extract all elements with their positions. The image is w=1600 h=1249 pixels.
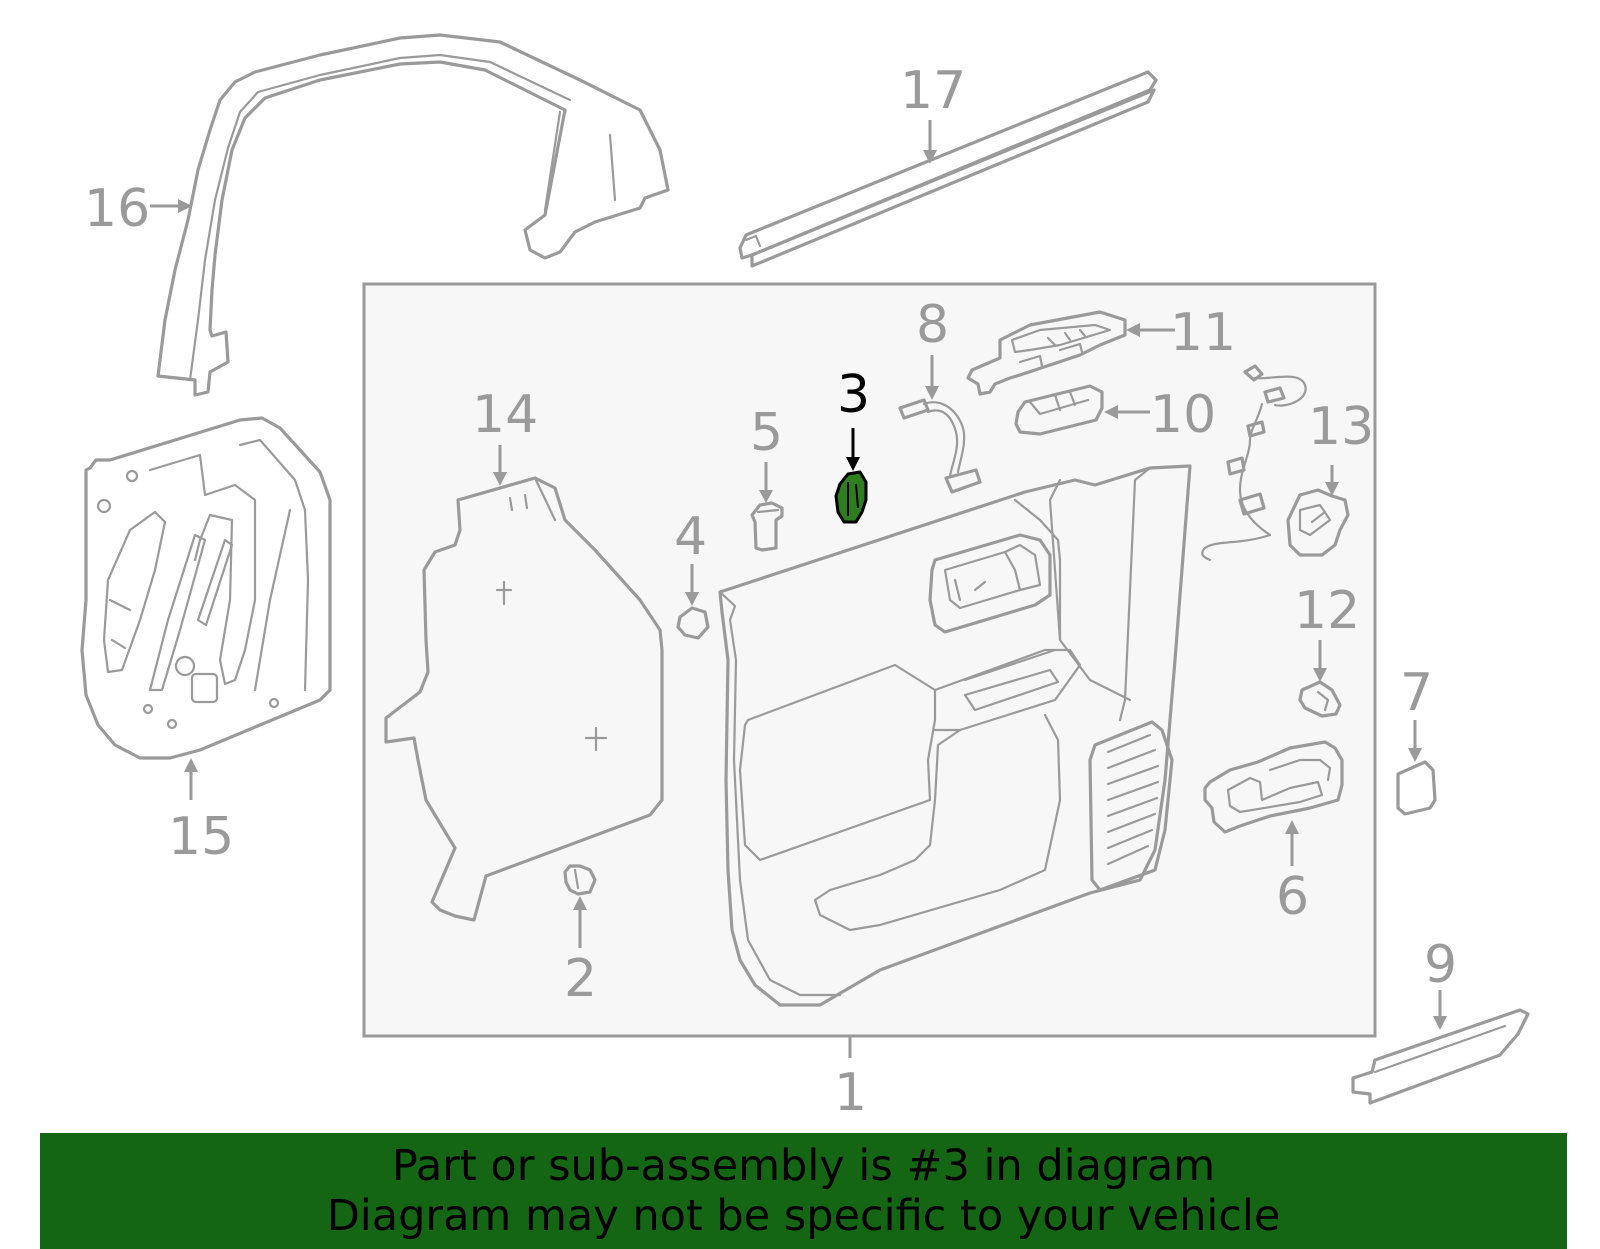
part-14-insulator[interactable] <box>384 476 664 922</box>
callout-13: 13 <box>1308 397 1374 457</box>
callout-1: 1 <box>834 1063 867 1123</box>
banner-line-2: Diagram may not be specific to your vehi… <box>326 1191 1281 1241</box>
part-13-harness[interactable] <box>1201 364 1350 562</box>
callout-3: 3 <box>837 365 870 425</box>
callout-7: 7 <box>1400 663 1433 723</box>
part-11-bezel[interactable] <box>966 310 1127 396</box>
part-4-nut[interactable] <box>676 606 710 640</box>
part-10-switch[interactable] <box>1014 384 1104 436</box>
callout-6: 6 <box>1276 867 1309 927</box>
callout-2: 2 <box>564 949 597 1009</box>
part-8-harness[interactable] <box>898 398 982 494</box>
callout-9: 9 <box>1424 935 1457 995</box>
callout-8: 8 <box>916 295 949 355</box>
callout-12: 12 <box>1294 581 1360 641</box>
part-1-trim-panel[interactable] <box>718 464 1192 1007</box>
info-banner: Part or sub-assembly is #3 in diagram Di… <box>40 1133 1567 1249</box>
part-3-clip[interactable] <box>834 470 868 524</box>
part-6-handle[interactable] <box>1203 740 1344 834</box>
part-9-molding[interactable] <box>1351 1008 1530 1105</box>
callout-14: 14 <box>472 385 538 445</box>
callout-15: 15 <box>168 807 234 867</box>
callout-16: 16 <box>84 179 150 239</box>
callout-4: 4 <box>674 507 707 567</box>
part-5-pushpin[interactable] <box>750 501 784 552</box>
part-2-clip[interactable] <box>563 864 597 896</box>
assembly-box <box>362 282 1377 1038</box>
callout-labels: 16 17 15 14 5 3 4 2 8 11 10 13 12 7 6 9 … <box>84 61 1457 1123</box>
callout-10: 10 <box>1150 385 1216 445</box>
part-17-molding[interactable] <box>738 70 1158 268</box>
banner-line-1: Part or sub-assembly is #3 in diagram <box>391 1141 1216 1191</box>
callout-17: 17 <box>900 61 966 121</box>
leader-lines <box>150 120 1447 1058</box>
part-7-cap[interactable] <box>1396 760 1437 816</box>
callout-5: 5 <box>750 403 783 463</box>
part-15-module[interactable] <box>80 416 332 760</box>
callout-11: 11 <box>1170 303 1236 363</box>
part-12-clip[interactable] <box>1298 680 1342 718</box>
part-16-rail[interactable] <box>156 33 670 397</box>
